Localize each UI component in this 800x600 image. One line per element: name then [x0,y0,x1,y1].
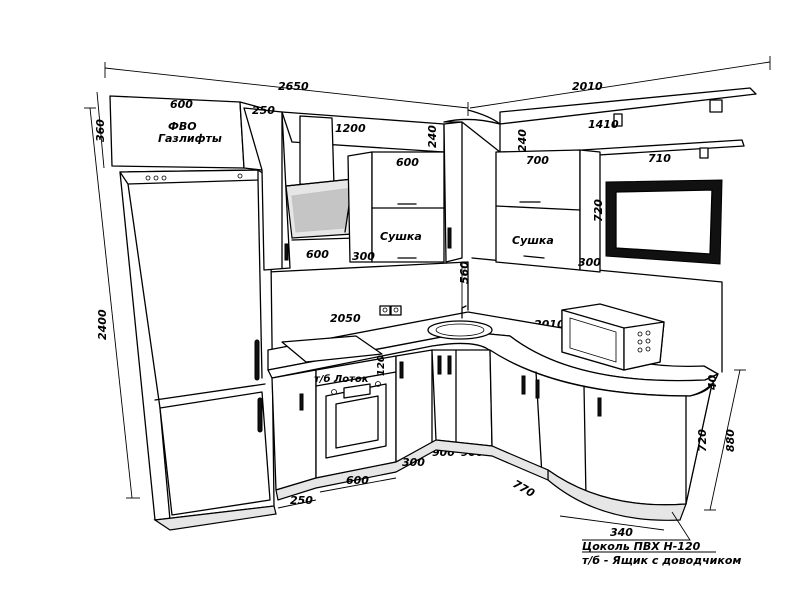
dim-base-770: 770 [511,477,538,500]
fvo-label-2: Газлифты [158,132,222,145]
dim-drawer-120: 120 [376,355,387,376]
dim-base-340: 340 [610,526,633,539]
dim-fvo-width: 600 [170,98,193,111]
cabinet-dryer-left: 600 Сушка 240 300 600 [306,121,463,263]
fvo-label-1: ФВО [168,120,197,133]
dim-base-height-880: 880 [724,429,737,452]
dim-counter-thickness: 40 [706,374,719,391]
dryer-right-label: Сушка [512,234,554,247]
dim-dryer-right-width: 700 [526,154,549,167]
hood-area: 1200 [281,111,445,241]
dim-hob-width: 600 [306,248,329,261]
dim-base-300: 300 [402,456,425,469]
dim-total-right: 2010 [572,80,603,93]
dim-base-height-720: 720 [696,429,709,452]
dim-dryer-left-width: 600 [396,156,419,169]
shelf-lower: 710 [581,139,745,165]
dim-corner-240-left: 240 [426,125,439,148]
dim-dryer-right-depth: 300 [578,256,601,269]
dim-backsplash-height: 560 [458,261,471,284]
dryer-left-label: Сушка [380,230,422,243]
dim-worktop-left: 2050 [330,312,361,325]
dim-shelf-width: 1410 [588,118,619,131]
dim-dryer-left-depth: 300 [352,250,375,263]
cabinet-fvo: 600 ФВО Газлифты 360 [94,95,263,171]
corner-top [443,109,501,153]
plinth-note: Цоколь ПВХ Н-120 [582,540,701,553]
cabinet-dryer-right: 700 Сушка 240 300 [495,129,601,273]
drawer-note: т/б - Ящик с доводчиком [582,554,741,567]
base-cabinet-left: т/б Лоток 120 [271,349,433,491]
notes: Цоколь ПВХ Н-120 т/б - Ящик с доводчиком [582,511,741,567]
lower-dimensions: 250 600 300 40 720 880 [277,369,746,531]
dim-tv-width: 710 [648,152,671,165]
plinth-left [275,439,549,501]
dim-wall-cabinet-height: 360 [94,119,107,142]
dim-tv-height: 720 [592,199,605,222]
dim-corner-240-right: 240 [516,129,529,152]
overall-dimensions [84,56,771,499]
dim-plinth-250: 250 [290,494,313,507]
shelf-upper: 1410 2010 [499,80,757,131]
refrigerator [119,169,277,531]
cabinet-250: 250 [243,104,291,271]
dim-hood-width: 1200 [335,122,366,135]
tv: 720 [592,179,723,265]
dim-total-height: 2400 [96,309,109,340]
dim-oven-cab-600: 600 [346,474,369,487]
microwave [561,303,665,371]
dim-total-left: 2650 [278,80,309,93]
drawer-tray-label: т/б Лоток [314,373,369,385]
dim-cabinet-250: 250 [252,104,275,117]
